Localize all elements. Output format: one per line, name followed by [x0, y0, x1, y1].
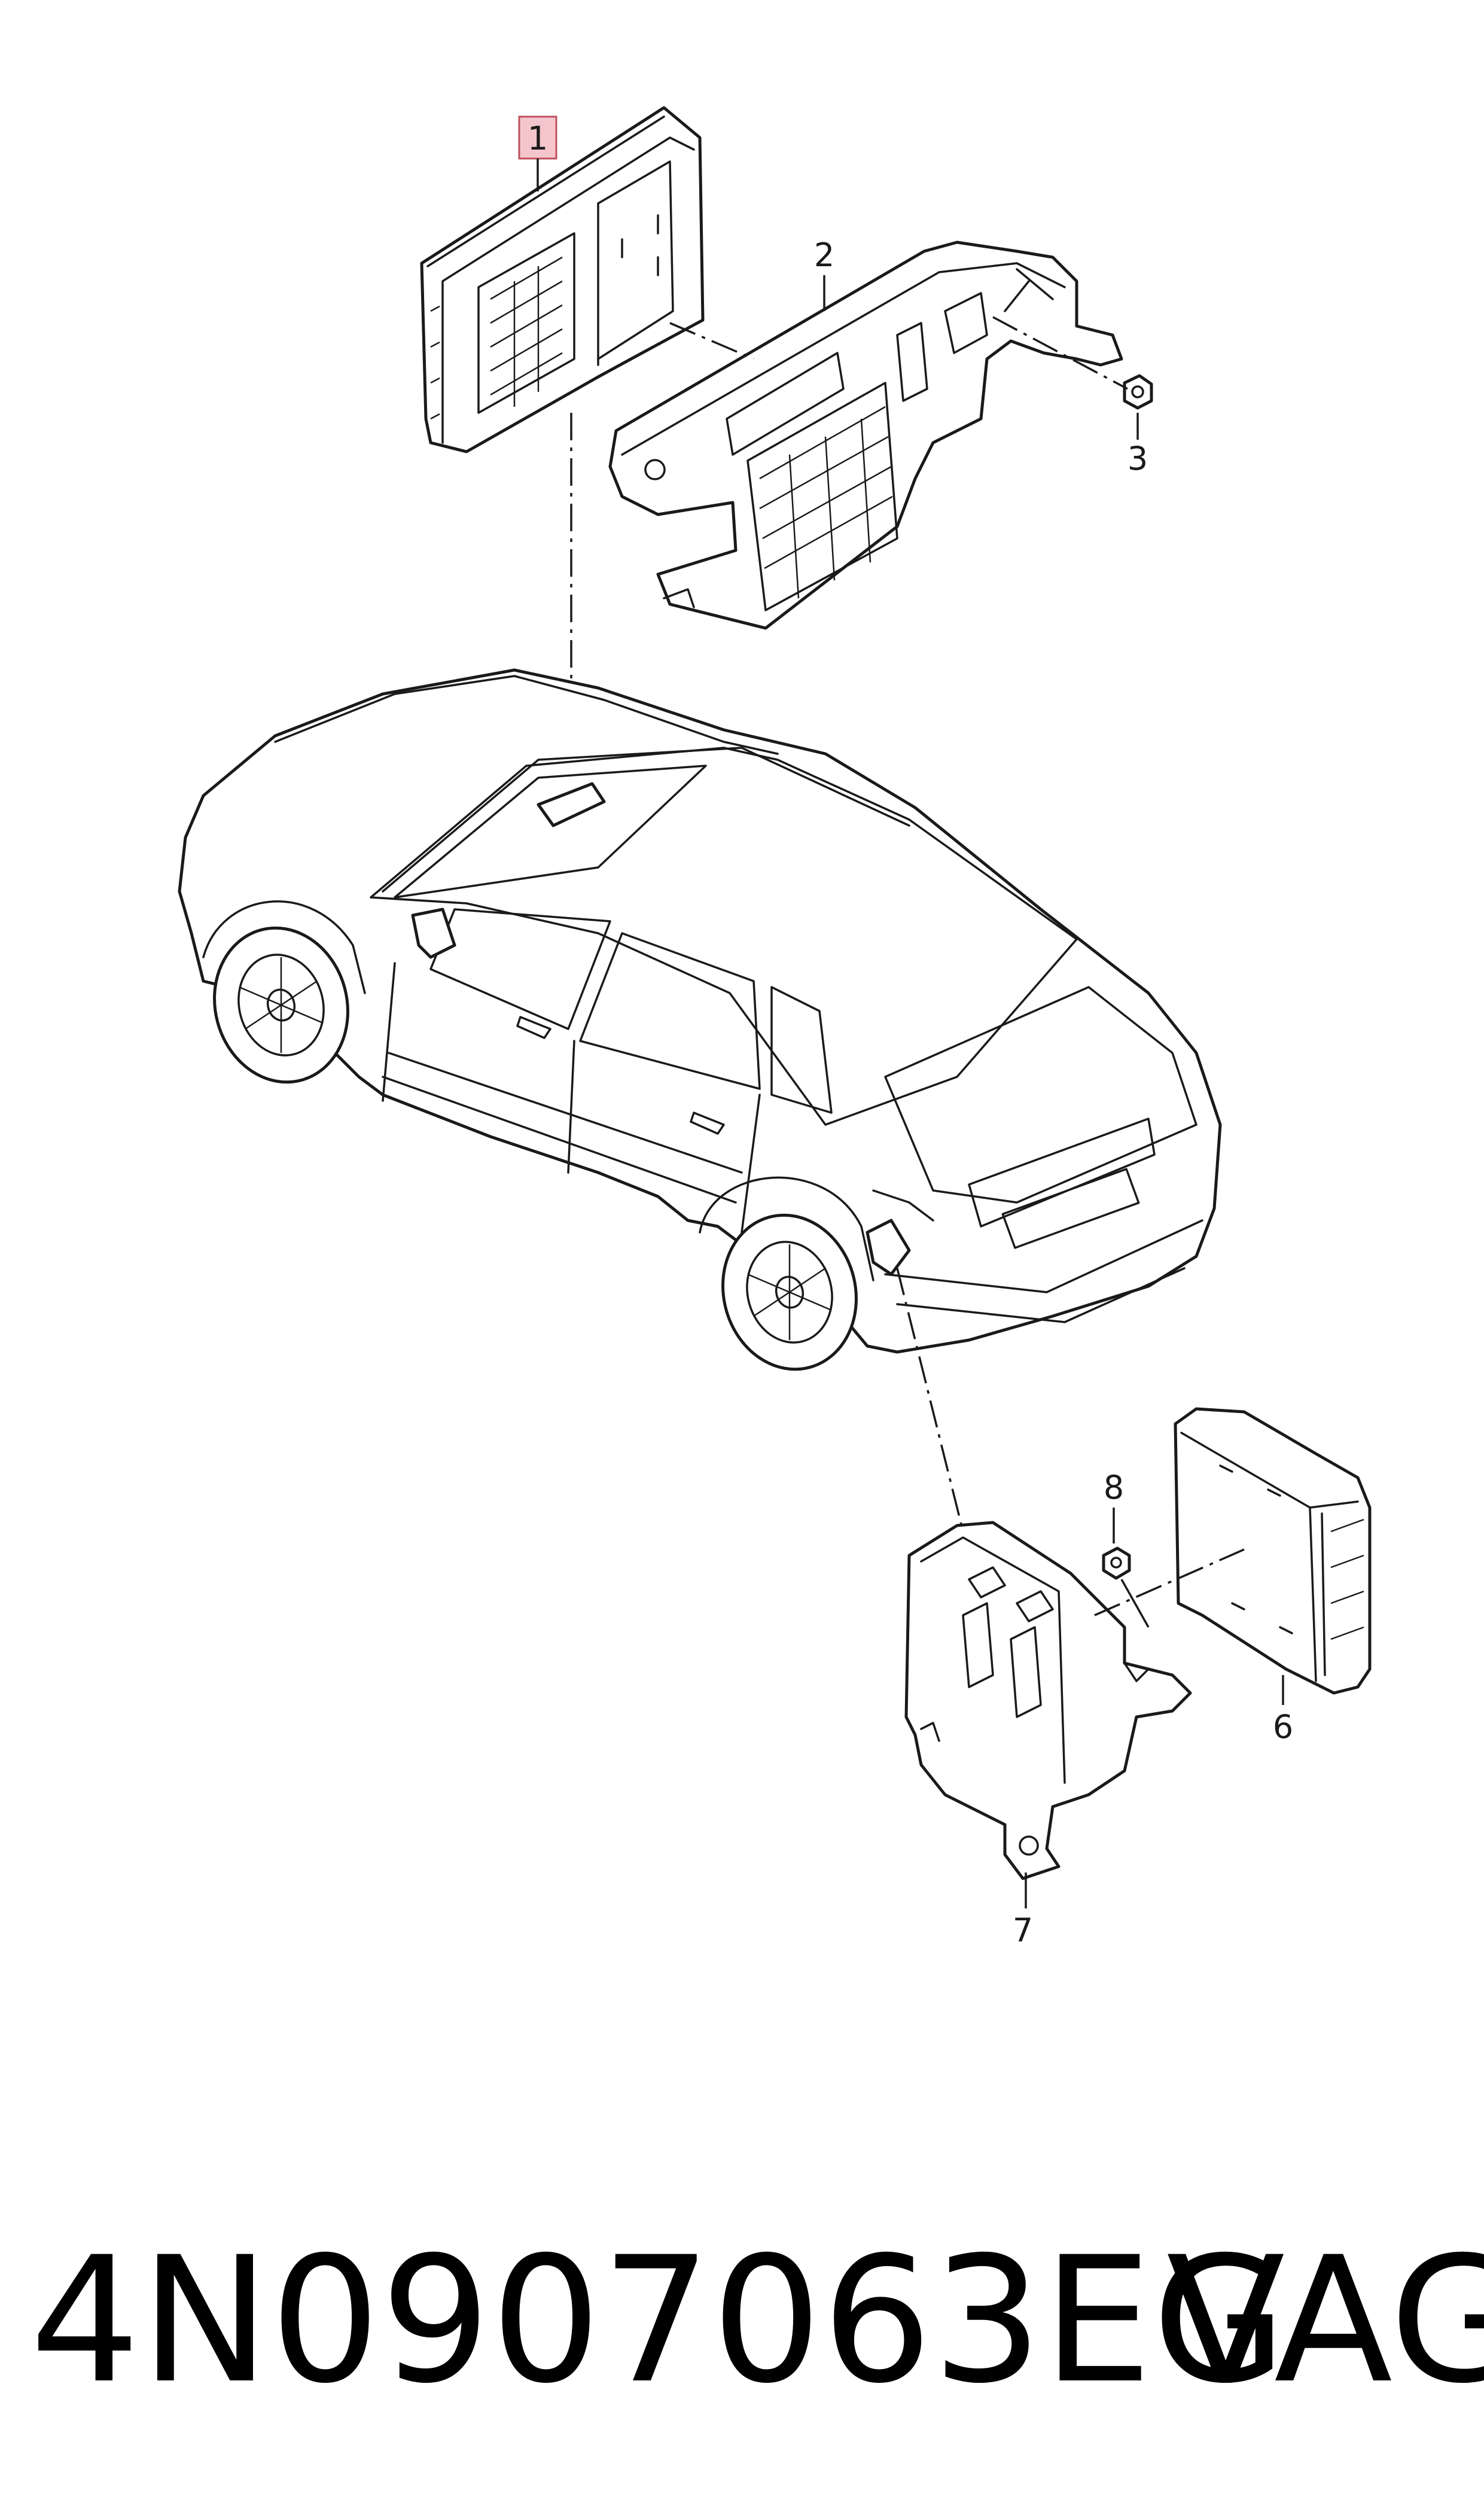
- callout-6: 6: [1273, 1708, 1293, 1746]
- callout-3: 3: [1128, 440, 1148, 477]
- rear-mount-location: [866, 1219, 911, 1276]
- control-unit-part-6[interactable]: [1174, 1407, 1372, 1695]
- assembly-line-2-3: [992, 316, 1128, 390]
- bracket-part-2[interactable]: [608, 240, 1123, 630]
- vehicle-illustration: [178, 668, 1222, 1371]
- callout-2: 2: [814, 236, 834, 274]
- roof-mount-location: [537, 782, 606, 827]
- callout-7: 7: [1013, 1911, 1033, 1949]
- callout-8: 8: [1104, 1469, 1124, 1506]
- control-unit-part-1[interactable]: [420, 106, 705, 453]
- callout-1: 1: [528, 120, 548, 157]
- part-number-label: 4N0907063EG: [30, 2220, 1287, 2422]
- nut-part-8[interactable]: [1102, 1546, 1131, 1580]
- brand-label: VAG: [1166, 2220, 1484, 2422]
- assembly-line-1-2: [669, 322, 754, 360]
- bracket-part-7[interactable]: [904, 1521, 1192, 1880]
- nut-part-3[interactable]: [1123, 374, 1153, 410]
- assembly-line-7-6: [1094, 1548, 1245, 1616]
- assembly-line-8-7: [1120, 1579, 1150, 1628]
